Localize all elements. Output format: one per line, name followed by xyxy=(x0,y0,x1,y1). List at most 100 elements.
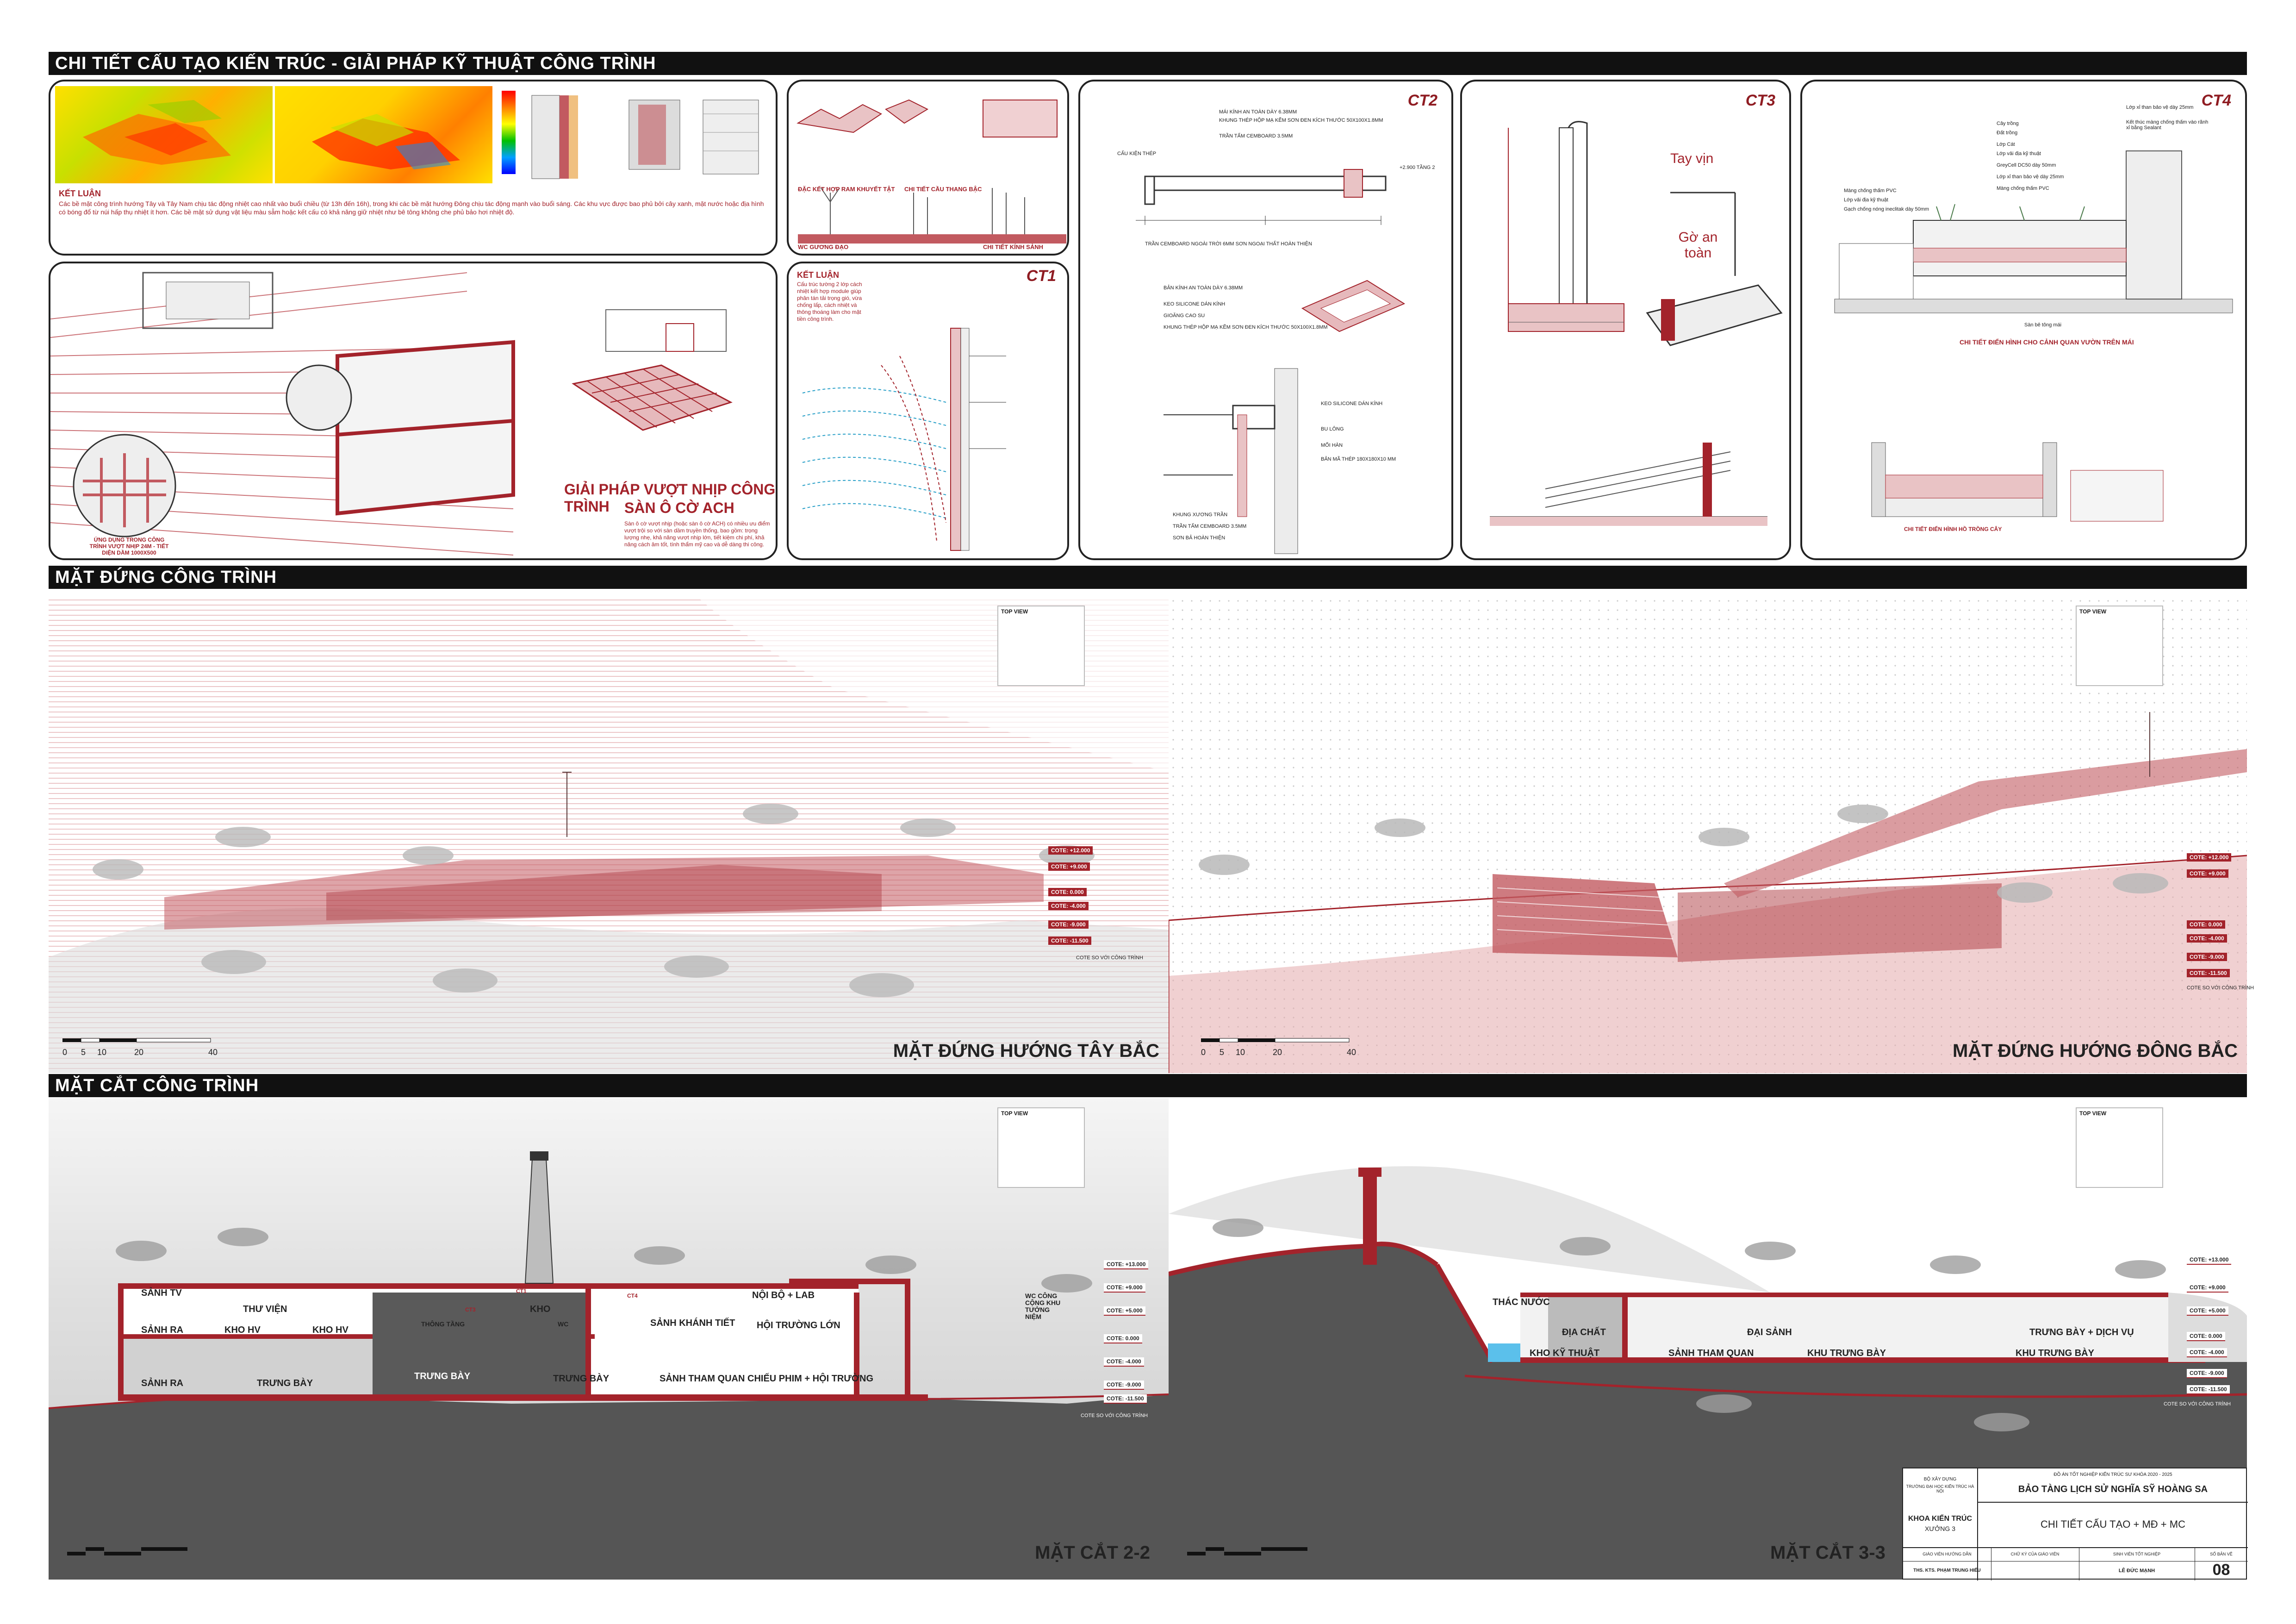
sec22-cote-1: COTE: +9.000 xyxy=(1104,1283,1145,1293)
title-block: BỘ XÂY DỰNG TRƯỜNG ĐẠI HỌC KIẾN TRÚC HÀ … xyxy=(1902,1468,2248,1580)
sec22-room-13: TRƯNG BÀY xyxy=(553,1374,610,1384)
ct1-label: CT1 xyxy=(1026,267,1056,285)
ct4-note-6: GreyCell DC50 dày 50mm xyxy=(1997,162,2056,168)
ct2-note-15: SƠN BẢ HOÀN THIỆN xyxy=(1173,535,1226,541)
elev-left-cote-base: COTE SO VỚI CÔNG TRÌNH xyxy=(1076,955,1143,961)
sec22-cote-2: COTE: +5.000 xyxy=(1104,1306,1145,1316)
sec22-room-14: SẢNH THAM QUAN xyxy=(660,1374,745,1384)
details-section-header: CHI TIẾT CẤU TẠO KIẾN TRÚC - GIẢI PHÁP K… xyxy=(49,52,2247,75)
sec33-room-1: ĐỊA CHẤT xyxy=(1562,1327,1606,1337)
elev-right-scale-4: 40 xyxy=(1347,1048,1356,1057)
section-left-title: MẶT CẮT 2-2 xyxy=(1035,1543,1150,1563)
sec22-room-6: TRƯNG BÀY xyxy=(257,1378,313,1388)
tb-sheet-no: 08 xyxy=(2212,1561,2230,1579)
ct4-note-3: Đất trồng xyxy=(1997,130,2018,136)
sec22-room-0: SẢNH TV xyxy=(141,1288,182,1298)
section-right-topview: TOP VIEW xyxy=(2076,1107,2163,1188)
energy-analysis-panel: KẾT LUẬN Các bề mặt công trình hướng Tây… xyxy=(49,80,778,256)
elev-right-scale-bar xyxy=(1201,1038,1350,1043)
tb-studio: XƯỞNG 3 xyxy=(1925,1525,1955,1532)
tb-sheet-label: SỐ BẢN VẼ xyxy=(2210,1552,2233,1556)
energy-conclusion-title: KẾT LUẬN xyxy=(59,189,101,198)
ct2-note-0: MÁI KÍNH AN TOÀN DÀY 6.38MM xyxy=(1219,109,1297,115)
tb-ministry: BỘ XÂY DỰNG xyxy=(1923,1477,1957,1482)
sec33-cote-4: COTE: -4.000 xyxy=(2187,1348,2227,1357)
ct2-note-3: CẤU KIỆN THÉP xyxy=(1117,151,1157,156)
sec22-scale-bar xyxy=(67,1547,187,1555)
sec22-cote-3: COTE: 0.000 xyxy=(1104,1334,1142,1343)
ct4-note-1: Kết thúc màng chống thấm vào rãnh xỉ bằn… xyxy=(2126,119,2209,131)
sec22-room-3: KHO HV xyxy=(224,1325,261,1335)
sec33-room-5: SẢNH THAM QUAN xyxy=(1668,1348,1754,1358)
sec33-room-0: THÁC NƯỚC xyxy=(1493,1297,1550,1307)
ct4-caption-1: CHI TIẾT ĐIỂN HÌNH CHO CẢNH QUAN VƯỜN TR… xyxy=(1960,338,2134,346)
elevation-right-title: MẶT ĐỨNG HƯỚNG ĐÔNG BẮC xyxy=(1952,1041,2238,1061)
sections-section-header: MẶT CẮT CÔNG TRÌNH xyxy=(49,1074,2247,1097)
tb-sign-label: CHỮ KÝ CỦA GIÁO VIÊN xyxy=(2010,1552,2060,1556)
elev-left-cote-2: COTE: 0.000 xyxy=(1048,888,1087,896)
sec22-room-11: NỘI BỘ + LAB xyxy=(752,1290,815,1300)
ct4-note-5: Lớp vải địa kỹ thuật xyxy=(1997,151,2041,156)
elev-right-cote-0: COTE: +12.000 xyxy=(2187,853,2232,862)
sec22-cote-5: COTE: -9.000 xyxy=(1104,1380,1144,1390)
elev-right-scale-2: 10 xyxy=(1236,1048,1245,1057)
ct3-label: CT3 xyxy=(1745,92,1775,109)
sec22-room-4: KHO HV xyxy=(312,1325,348,1335)
span-subtitle: SÀN Ô CỜ ACH xyxy=(624,500,734,516)
heat-legend-bar xyxy=(502,91,516,174)
sec22-tag-ct3: CT3 xyxy=(465,1306,476,1313)
elev-left-cote-5: COTE: -11.500 xyxy=(1048,937,1091,945)
sec33-scale-bar xyxy=(1187,1547,1307,1555)
ramp-label-4: CHI TIẾT KÍNH SẢNH xyxy=(983,244,1043,250)
wall-layer-diagram xyxy=(531,95,759,179)
ct2-note-1: KHUNG THÉP HỘP MẠ KẼM SƠN ĐEN KÍCH THƯỚC… xyxy=(1219,118,1383,123)
tb-student-label: SINH VIÊN TỐT NGHIỆP xyxy=(2113,1552,2161,1556)
tb-project: BẢO TÀNG LỊCH SỬ NGHĨA SỸ HOÀNG SA xyxy=(2018,1484,2208,1494)
ct4-note-8: Màng chống thấm PVC xyxy=(1997,186,2049,191)
sec22-tag-ct4: CT4 xyxy=(627,1293,638,1299)
sec22-cote-base: COTE SO VỚI CÔNG TRÌNH xyxy=(1081,1413,1148,1418)
sec33-cote-0: COTE: +13.000 xyxy=(2187,1255,2232,1265)
elev-left-scale-1: 5 xyxy=(81,1048,86,1057)
ramp-label-3: WC GƯƠNG ĐẠO xyxy=(798,244,849,250)
ct4-note-7: Lớp xỉ than bảo vệ dày 25mm xyxy=(1997,174,2064,180)
section-2-2: TOP VIEW SẢNH TV THƯ VIỆN SẢNH RA KHO HV… xyxy=(49,1098,1169,1580)
sec33-room-3: TRƯNG BÀY + DỊCH VỤ xyxy=(2029,1327,2134,1337)
elev-right-cote-4: COTE: -9.000 xyxy=(2187,953,2227,961)
sec22-cote-4: COTE: -4.000 xyxy=(1104,1357,1144,1367)
ct2-note-4: TRẦN CEMBOARD NGOÀI TRỜI 6MM SƠN NGOẠI T… xyxy=(1145,241,1312,247)
elevations-section-header: MẶT ĐỨNG CÔNG TRÌNH xyxy=(49,566,2247,589)
elev-left-cote-0: COTE: +12.000 xyxy=(1048,846,1093,855)
sec22-room-15: CHIẾU PHIM + HỘI TRƯỜNG xyxy=(747,1374,874,1384)
elev-right-scale-3: 20 xyxy=(1273,1048,1282,1057)
elev-right-scale-0: 0 xyxy=(1201,1048,1206,1057)
energy-conclusion-text: Các bề mặt công trình hướng Tây và Tây N… xyxy=(59,200,764,216)
elev-right-cote-base: COTE SO VỚI CÔNG TRÌNH xyxy=(2187,985,2254,991)
sec22-tag-ct2: CT2 xyxy=(664,1283,675,1290)
ct4-caption-2: CHI TIẾT ĐIỂN HÌNH HỒ TRỒNG CÂY xyxy=(1904,526,2002,532)
ct2-note-10: BU LÔNG xyxy=(1321,426,1344,432)
elev-right-cote-2: COTE: 0.000 xyxy=(2187,920,2225,929)
elevation-northwest: TOP VIEW COTE: +12.000 COTE: +9.000 COTE… xyxy=(49,596,1169,1073)
sec22-room-9: WC xyxy=(558,1320,569,1328)
elevation-northeast: TOP VIEW COTE: +12.000 COTE: +9.000 COTE… xyxy=(1169,596,2254,1073)
ct3-panel: CT3 Tay vịn Gờ an toàn xyxy=(1460,80,1791,560)
sec22-room-10: SẢNH KHÁNH TIẾT xyxy=(650,1318,735,1328)
sec33-cote-6: COTE: -11.500 xyxy=(2187,1385,2230,1394)
ct4-panel: CT4 Lớp xỉ than bảo vệ dày 25mm Kết thúc… xyxy=(1800,80,2247,560)
ct2-note-12: BẢN MÃ THÉP 180X180X10 MM xyxy=(1321,456,1396,462)
ct4-label: CT4 xyxy=(2201,92,2231,109)
ct2-note-14: TRẦN TẤM CEMBOARD 3.5MM xyxy=(1173,524,1247,529)
sec22-room-8: KHO xyxy=(530,1304,551,1314)
elev-right-cote-1: COTE: +9.000 xyxy=(2187,869,2228,878)
ramp-label-1: ĐẶC KẾT HỢP RAM KHUYẾT TẬT xyxy=(798,186,895,193)
span-solution-panel: GIẢI PHÁP VƯỢT NHỊP CÔNG TRÌNH SÀN Ô CỜ … xyxy=(49,262,778,560)
ct2-note-8: KHUNG THÉP HỘP MẠ KẼM SƠN ĐEN KÍCH THƯỚC… xyxy=(1164,325,1328,330)
heatmap-image-1 xyxy=(55,86,273,183)
sec33-room-4: KHO KỸ THUẬT xyxy=(1530,1348,1600,1358)
ct2-level: +2.900 TẦNG 2 xyxy=(1400,165,1435,170)
tb-faculty: KHOA KIẾN TRÚC xyxy=(1908,1515,1972,1523)
ct3-handrail-label: Tay vịn xyxy=(1670,151,1714,166)
ct2-note-9: KEO SILICONE DÁN KÍNH xyxy=(1321,401,1383,406)
sec22-tag-ct1: CT1 xyxy=(516,1288,527,1294)
